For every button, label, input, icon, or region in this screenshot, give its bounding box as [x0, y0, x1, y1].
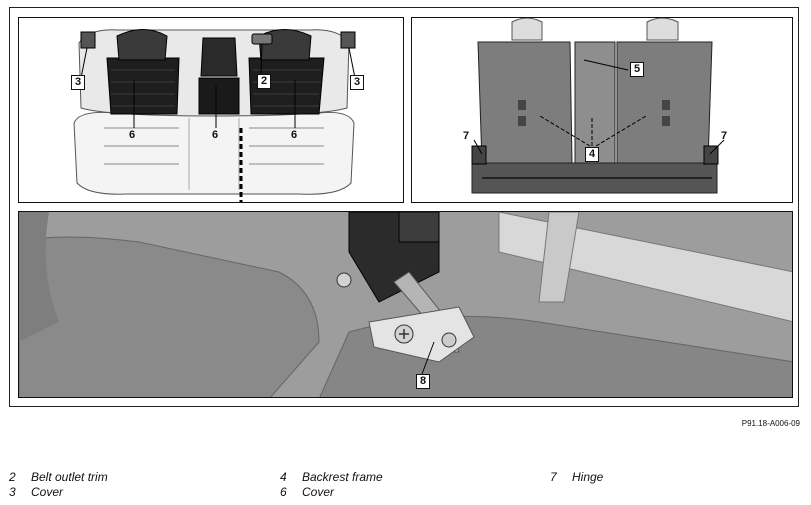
legend-text: Hinge — [572, 470, 604, 484]
callout-8: 8 — [416, 374, 431, 389]
legend-text: Cover — [31, 485, 64, 499]
seat-front-illustration — [73, 29, 356, 202]
panel-backrest-rear-view: 5 4 7 7 — [411, 17, 793, 203]
legend-text: Backrest frame — [302, 470, 383, 484]
callout-4: 4 — [585, 147, 600, 162]
legend-number: 3 — [9, 485, 16, 499]
legend-number: 4 — [280, 470, 287, 484]
legend-number: 2 — [9, 470, 16, 484]
legend-column-3: 7 Hinge — [550, 470, 603, 485]
diagram-figure: 3 2 3 6 6 6 — [9, 7, 799, 407]
panel-seat-front-view: 3 2 3 6 6 6 — [18, 17, 404, 203]
callout-2: 2 — [257, 74, 272, 89]
legend-item: 2 Belt outlet trim — [9, 470, 108, 485]
legend-item: 4 Backrest frame — [280, 470, 383, 485]
legend-column-1: 2 Belt outlet trim 3 Cover — [9, 470, 108, 500]
legend-text: Belt outlet trim — [31, 470, 108, 484]
backrest-rear-illustration — [471, 18, 725, 194]
callout-3-right: 3 — [350, 75, 365, 90]
callout-6-middle: 6 — [212, 129, 219, 141]
legend-item: 7 Hinge — [550, 470, 603, 485]
legend-item: 6 Cover — [280, 485, 383, 500]
callout-3-left: 3 — [71, 75, 86, 90]
callout-6-right: 6 — [291, 129, 298, 141]
legend-column-2: 4 Backrest frame 6 Cover — [280, 470, 383, 500]
callout-5: 5 — [630, 62, 645, 77]
legend-item: 3 Cover — [9, 485, 108, 500]
callout-6-left: 6 — [129, 129, 136, 141]
legend-number: 6 — [280, 485, 287, 499]
detail-illustration — [19, 212, 792, 397]
panel-detail-view: 8 — [18, 211, 793, 398]
callout-7-right: 7 — [721, 130, 728, 142]
legend: 2 Belt outlet trim 3 Cover 4 Backrest frame… — [9, 470, 799, 504]
legend-text: Cover — [302, 485, 335, 499]
reference-code: P91.18-A006-09 — [741, 419, 800, 428]
legend-number: 7 — [550, 470, 557, 484]
callout-7-left: 7 — [463, 130, 470, 142]
